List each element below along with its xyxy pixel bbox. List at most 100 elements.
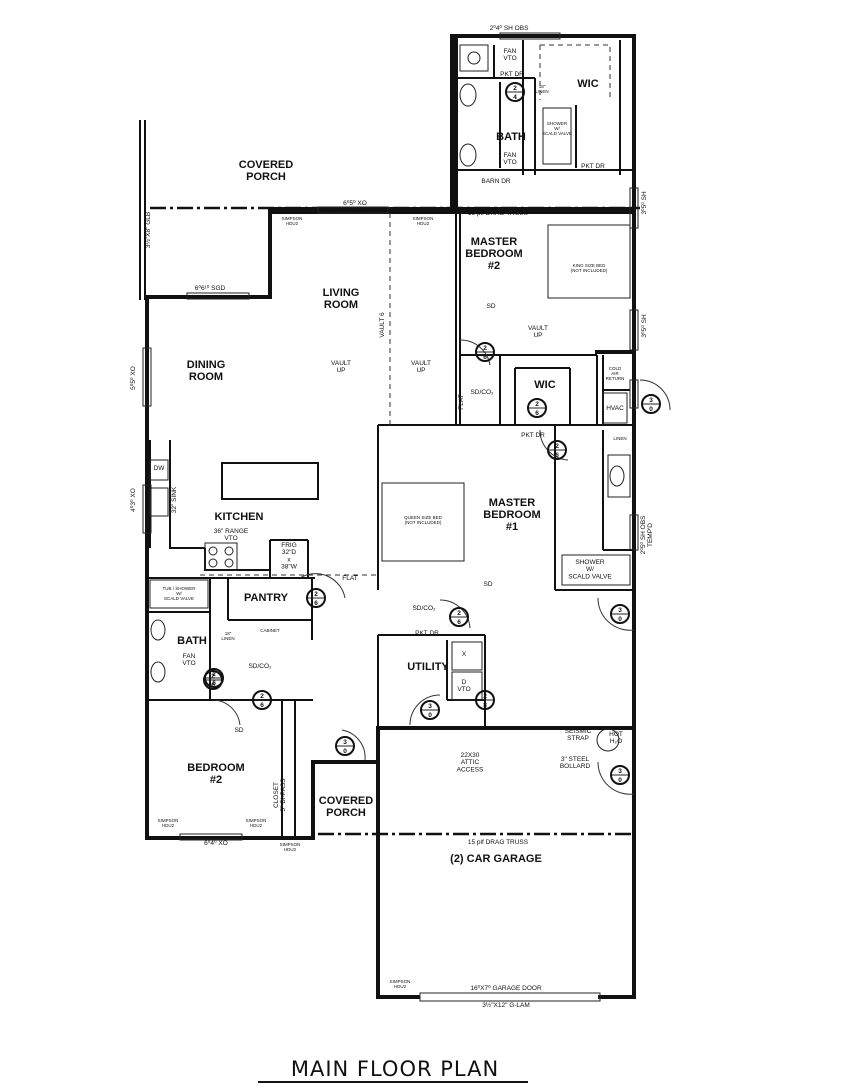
svg-text:0: 0	[343, 748, 347, 755]
door-tag: 30	[610, 765, 630, 785]
svg-text:6: 6	[212, 680, 216, 687]
svg-text:2: 2	[483, 693, 487, 700]
note-king-bed: KING SIZE BED(NOT INCLUDED)	[571, 263, 608, 273]
door-tag: 26	[306, 588, 326, 608]
svg-text:8: 8	[483, 702, 487, 709]
note-dw: DW	[154, 465, 166, 472]
svg-text:6: 6	[535, 410, 539, 417]
label-hvac: HVAC	[606, 405, 624, 412]
note-win-xo-dining: 5⁰5⁰ XO	[129, 366, 137, 390]
label-kitchen: KITCHEN	[215, 511, 264, 523]
note-sd-co2-mb1: SD/CO₂	[412, 605, 436, 612]
label-wic-top: WIC	[577, 78, 598, 90]
svg-text:2: 2	[314, 591, 318, 598]
note-sink: 32" SINK	[171, 486, 178, 513]
svg-text:0: 0	[649, 406, 653, 413]
page-title: MAIN FLOOR PLAN	[290, 1057, 500, 1081]
note-drag-truss-top: 15 plf DRAG TRUSS	[468, 210, 529, 217]
interior-walls	[147, 40, 634, 838]
note-win-xo-kitchen: 4⁰3⁰ XO	[129, 488, 137, 512]
note-win-xo-top: 6⁰5⁰ XO	[343, 199, 367, 207]
door-tag: 26	[252, 690, 272, 710]
svg-text:6: 6	[555, 452, 559, 459]
svg-text:2: 2	[555, 443, 559, 450]
note-linen-bath: 18"LINEN	[221, 631, 234, 641]
door-tag: 26	[449, 607, 469, 627]
note-sd-co2-bath: SD/CO₂	[248, 663, 272, 670]
label-bath-top: BATH	[496, 131, 526, 143]
svg-text:3: 3	[428, 703, 432, 710]
door-tag: 26	[547, 440, 567, 460]
door-tag: 28	[475, 690, 495, 710]
svg-text:6: 6	[483, 354, 487, 361]
label-bedroom-2: BEDROOM#2	[187, 762, 244, 786]
door-tag: 26	[204, 668, 224, 688]
label-bath-left: BATH	[177, 635, 207, 647]
note-pkt-dr-utility: PKT DR	[415, 630, 439, 637]
svg-text:3: 3	[618, 768, 622, 775]
note-pkt-dr-wic: PKT DR	[500, 71, 524, 78]
door-tag: 30	[420, 700, 440, 720]
svg-text:3: 3	[649, 397, 653, 404]
svg-text:6: 6	[457, 619, 461, 626]
note-barn-dr: BARN DR	[481, 178, 511, 185]
label-pantry: PANTRY	[244, 592, 289, 604]
note-win-sh-obs-mb: 2⁰5⁰ SH OBSTEMP'D	[639, 515, 654, 554]
note-vault-line: VAULT 6	[379, 312, 386, 338]
note-linen-top: 18"LINEN	[535, 84, 548, 94]
door-tag: 26	[527, 398, 547, 418]
svg-text:6: 6	[314, 600, 318, 607]
svg-text:2: 2	[211, 673, 215, 680]
svg-text:0: 0	[428, 712, 432, 719]
title-underline	[258, 1081, 528, 1083]
note-win-sh-a: 3⁰5⁰ SH	[640, 191, 648, 215]
svg-text:2: 2	[212, 671, 216, 678]
note-win-sh-b: 3⁰5⁰ SH	[640, 314, 648, 338]
svg-text:2: 2	[260, 693, 264, 700]
note-win-sh-obs-top: 2⁰4⁰ SH OBS	[490, 24, 529, 32]
svg-text:2: 2	[457, 610, 461, 617]
svg-text:6: 6	[260, 702, 264, 709]
svg-text:2: 2	[513, 85, 517, 92]
door-tag: 30	[641, 394, 661, 414]
note-sd-bed2: SD	[234, 727, 243, 734]
note-drag-truss-garage: 15 plf DRAG TRUSS	[468, 839, 529, 846]
note-sd-co2-hall: SD/CO₂	[470, 389, 494, 396]
note-sgd: 6⁰6¹⁰ SGD	[195, 284, 226, 292]
label-garage: (2) CAR GARAGE	[450, 853, 542, 865]
label-linen-mb: LINEN	[613, 436, 626, 441]
svg-text:3: 3	[343, 739, 347, 746]
label-wic-mid: WIC	[534, 379, 555, 391]
note-win-xo-bed2: 6⁰4⁰ XO	[204, 839, 228, 847]
note-sd-mb2: SD	[486, 303, 495, 310]
note-cabinet: CABINET	[260, 628, 280, 633]
rotated-notes: 3½"X8" GLB 5⁰5⁰ XO 4⁰3⁰ XO 32" SINK VAUL…	[129, 191, 654, 812]
label-utility: UTILITY	[407, 661, 449, 673]
